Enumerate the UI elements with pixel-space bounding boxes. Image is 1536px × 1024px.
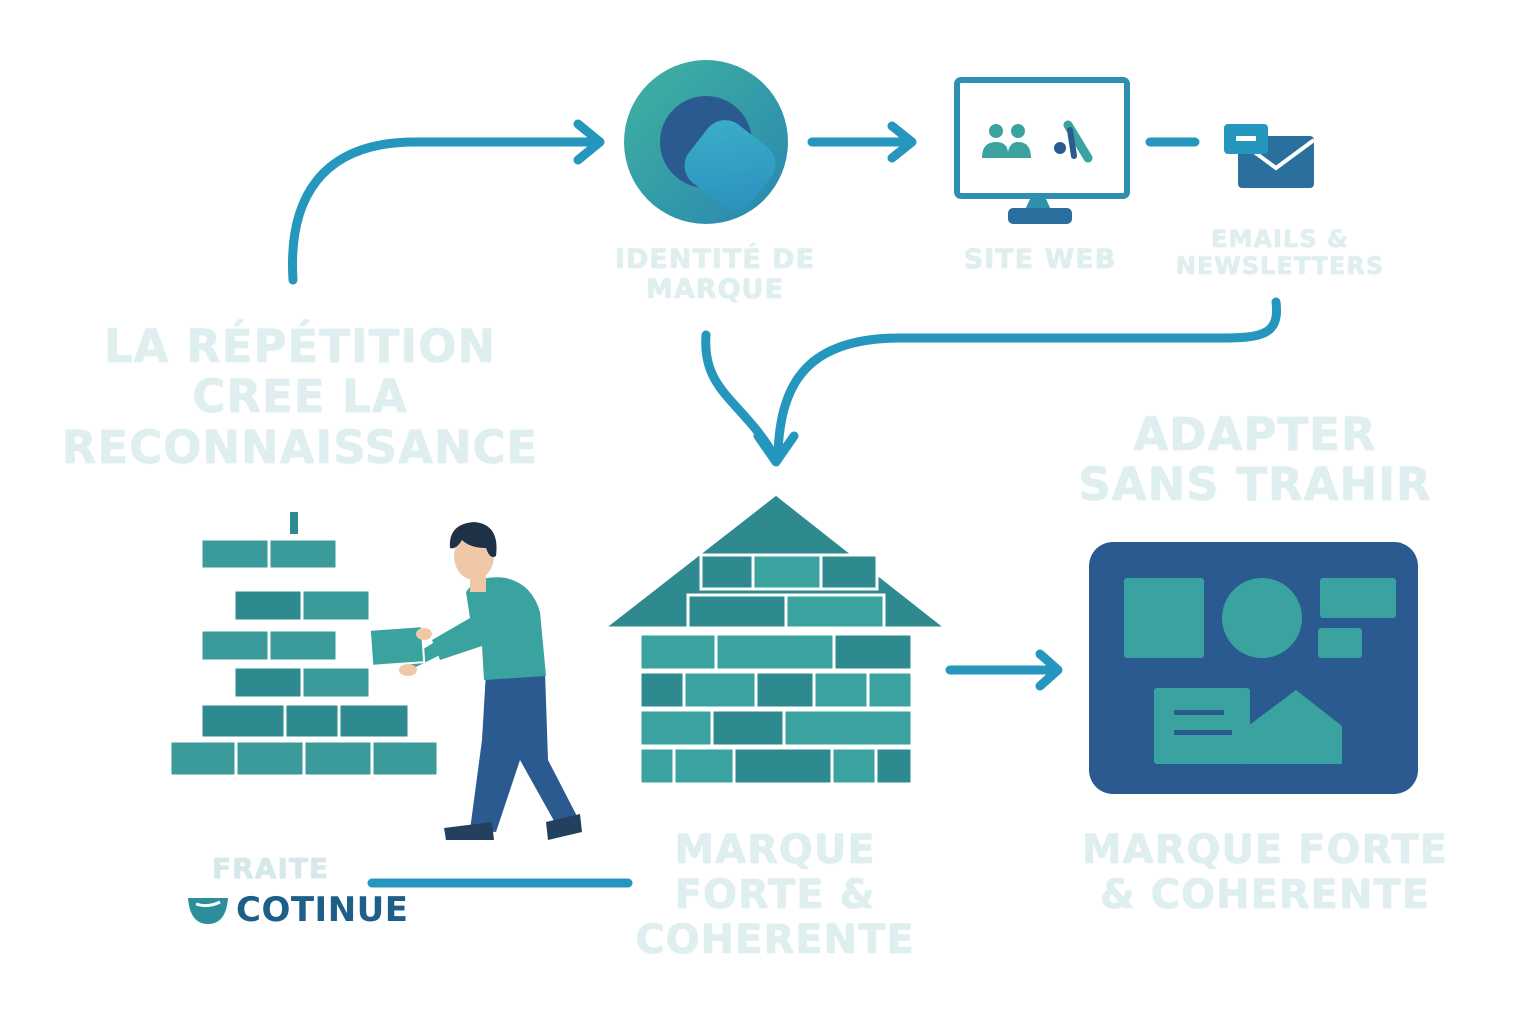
strong-brand-caption-line: & COHERENTE	[1099, 871, 1431, 918]
emails-label-line: EMAILS &	[1211, 225, 1349, 253]
house-caption: MARQUE FORTE & COHERENTE	[620, 828, 930, 962]
arrow-emails-to-house	[773, 297, 1282, 460]
identity-label: IDENTITÉ DE MARQUE	[590, 244, 840, 306]
strong-brand-caption-line: MARQUE FORTE	[1081, 827, 1449, 873]
people-icon	[982, 124, 1031, 158]
site-web-label: SITE WEB	[950, 244, 1130, 275]
continue-logo-icon	[188, 898, 228, 924]
fraite-label: FRAITE	[212, 852, 330, 885]
adaptive-layout-panel-icon	[1089, 542, 1418, 794]
repetition-heading-line: RECONNAISSANCE	[61, 420, 539, 474]
brand-mark-icon	[1054, 120, 1093, 163]
house-caption-line: FORTE &	[674, 871, 876, 918]
emails-label: EMAILS & NEWSLETTERS	[1160, 226, 1400, 280]
continue-label: COTINUE	[236, 890, 409, 930]
arrow-repetition-to-identity-head	[573, 119, 605, 165]
arrow-house-to-adapt-head	[1035, 649, 1063, 691]
arrow-repetition-to-identity	[288, 137, 603, 285]
emails-label-line: NEWSLETTERS	[1175, 251, 1385, 280]
brick-wall-icon	[168, 512, 440, 778]
brick-house-icon	[599, 492, 951, 786]
monitor-icon	[954, 77, 1130, 224]
person-carrying-brick-icon	[368, 522, 582, 840]
strong-brand-caption: MARQUE FORTE & COHERENTE	[1080, 828, 1450, 918]
envelope-icon	[1224, 124, 1316, 188]
site-web-label-line: SITE WEB	[963, 244, 1117, 275]
arrow-identity-to-site-head	[887, 121, 917, 163]
adapter-heading-line: SANS TRAHIR	[1078, 458, 1432, 512]
identity-label-line: MARQUE	[646, 274, 784, 306]
arrow-house-head	[753, 431, 799, 467]
repetition-heading-line: CREE LA	[192, 370, 408, 424]
house-caption-line: MARQUE	[674, 827, 876, 873]
repetition-heading: LA RÉPÉTITION CREE LA RECONNAISSANCE	[60, 320, 540, 474]
identity-label-line: IDENTITÉ DE	[614, 244, 816, 275]
repetition-heading-line: LA RÉPÉTITION	[103, 320, 497, 373]
adapter-heading-line: ADAPTER	[1133, 408, 1377, 461]
brand-identity-circle-icon	[624, 60, 788, 224]
adapter-heading: ADAPTER SANS TRAHIR	[1060, 408, 1450, 512]
house-caption-line: COHERENTE	[635, 916, 915, 963]
connectors	[288, 119, 1282, 888]
